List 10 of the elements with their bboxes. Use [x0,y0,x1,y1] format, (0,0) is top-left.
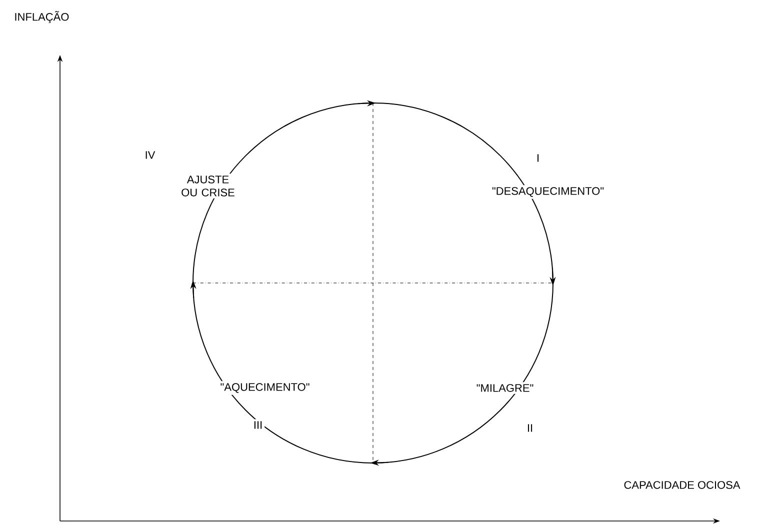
quadrant-number: IV [142,149,158,161]
phase-label: "AQUECIMENTO" [218,381,312,395]
axis-label: CAPACIDADE OCIOSA [622,479,742,491]
quadrant-number: I [534,152,542,164]
phase-label: "DESAQUECIMENTO" [490,185,606,199]
quadrant-number: II [524,422,536,434]
phase-label: "MILAGRE" [474,382,536,394]
phase-label: AJUSTE OU CRISE [175,174,241,198]
quadrant-number: III [251,419,265,431]
axis-label: INFLAÇÃO [12,9,72,25]
